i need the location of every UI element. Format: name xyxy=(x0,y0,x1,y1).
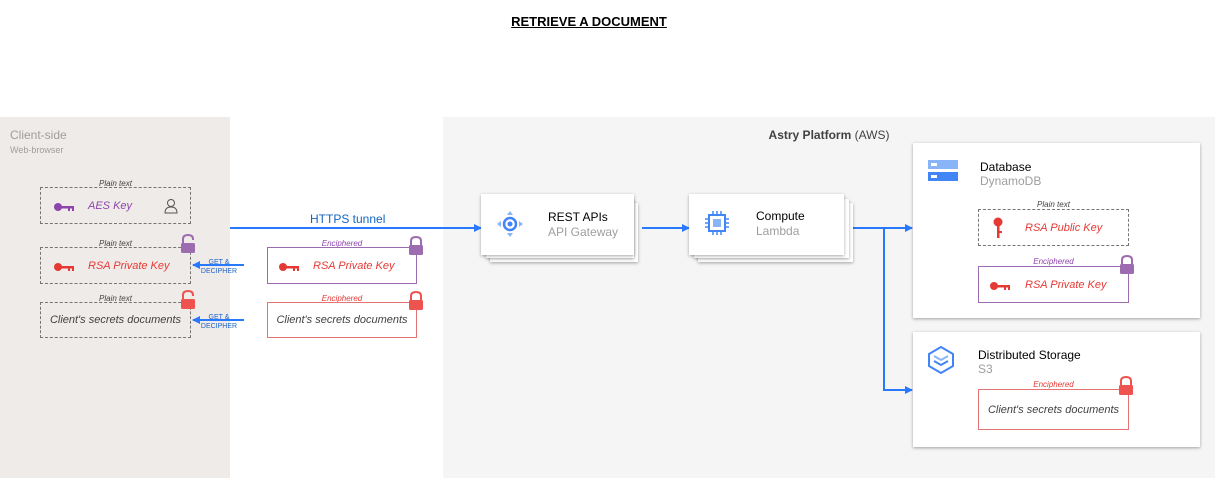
aes-key-caption: Plain text xyxy=(99,179,132,188)
key-icon xyxy=(54,263,74,271)
client-rsa-private-label: RSA Private Key xyxy=(88,260,170,272)
platform-title-name: Astry Platform xyxy=(768,128,852,142)
compute-to-storage-arrow xyxy=(852,227,913,394)
storage-title: Distributed Storage xyxy=(978,348,1081,362)
transit-rsa-caption: Enciphered xyxy=(321,239,363,248)
db-public-key-label: RSA Public Key xyxy=(1025,222,1103,234)
locked-padlock-icon xyxy=(409,236,423,255)
client-rsa-private-box: RSA Private Key xyxy=(40,247,191,284)
transit-docs-box: Client's secrets documents xyxy=(267,302,417,338)
db-private-key-caption: Enciphered xyxy=(1033,257,1074,266)
transit-docs-caption: Enciphered xyxy=(321,294,363,303)
compute-card: Compute Lambda xyxy=(689,194,844,255)
aes-key-label: AES Key xyxy=(88,200,133,212)
rest-api-subtitle: API Gateway xyxy=(548,225,619,239)
key-icon xyxy=(993,217,1003,238)
key-icon xyxy=(54,203,74,211)
unlocked-padlock-icon xyxy=(181,290,195,309)
locked-padlock-icon xyxy=(1119,376,1133,395)
db-private-key-label: RSA Private Key xyxy=(1025,279,1107,291)
compute-subtitle: Lambda xyxy=(756,224,800,238)
db-public-key-caption: Plain text xyxy=(1037,200,1070,209)
locked-padlock-icon xyxy=(409,291,423,310)
platform-title: Astry Platform (AWS) xyxy=(443,128,1215,142)
key-icon xyxy=(990,282,1010,290)
client-side-subtitle: Web-browser xyxy=(10,145,64,155)
storage-docs-caption: Enciphered xyxy=(1033,380,1074,389)
https-tunnel-label: HTTPS tunnel xyxy=(310,212,386,226)
key-icon xyxy=(279,263,299,271)
client-rsa-caption: Plain text xyxy=(99,239,132,248)
transit-rsa-private-label: RSA Private Key xyxy=(313,260,395,272)
locked-padlock-icon xyxy=(1120,255,1134,274)
client-side-title: Client-side xyxy=(10,128,67,142)
database-card: Database DynamoDB Plain text RSA Public … xyxy=(913,143,1200,318)
api-gateway-icon xyxy=(497,211,523,237)
platform-title-provider: (AWS) xyxy=(851,128,890,142)
storage-docs-box: Client's secrets documents xyxy=(978,389,1129,430)
transit-rsa-private-box: RSA Private Key xyxy=(267,247,417,284)
transit-docs-label: Client's secrets documents xyxy=(276,314,408,326)
user-icon xyxy=(164,199,178,214)
get-decipher-label-rsa: GET & DECIPHER xyxy=(200,259,238,275)
rest-api-card: REST APIs API Gateway xyxy=(481,194,634,255)
db-public-key-box: RSA Public Key xyxy=(978,209,1129,246)
database-subtitle: DynamoDB xyxy=(980,174,1042,188)
get-decipher-label-docs: GET & DECIPHER xyxy=(200,314,238,330)
aes-key-box: AES Key xyxy=(40,187,191,224)
rest-api-title: REST APIs xyxy=(548,210,608,224)
storage-icon xyxy=(928,346,954,374)
db-private-key-box: RSA Private Key xyxy=(978,266,1129,303)
client-docs-label: Client's secrets documents xyxy=(49,314,182,326)
client-docs-caption: Plain text xyxy=(99,294,132,303)
storage-docs-label: Client's secrets documents xyxy=(987,404,1120,416)
unlocked-padlock-icon xyxy=(181,234,195,253)
database-title: Database xyxy=(980,160,1032,174)
lambda-chip-icon xyxy=(705,211,729,235)
database-icon xyxy=(928,160,958,181)
client-docs-box: Client's secrets documents xyxy=(40,302,191,338)
storage-subtitle: S3 xyxy=(978,362,993,376)
client-side-panel xyxy=(0,117,230,478)
storage-card: Distributed Storage S3 Enciphered Client… xyxy=(913,332,1200,447)
compute-title: Compute xyxy=(756,209,805,223)
diagram-title: RETRIEVE A DOCUMENT xyxy=(511,14,667,29)
